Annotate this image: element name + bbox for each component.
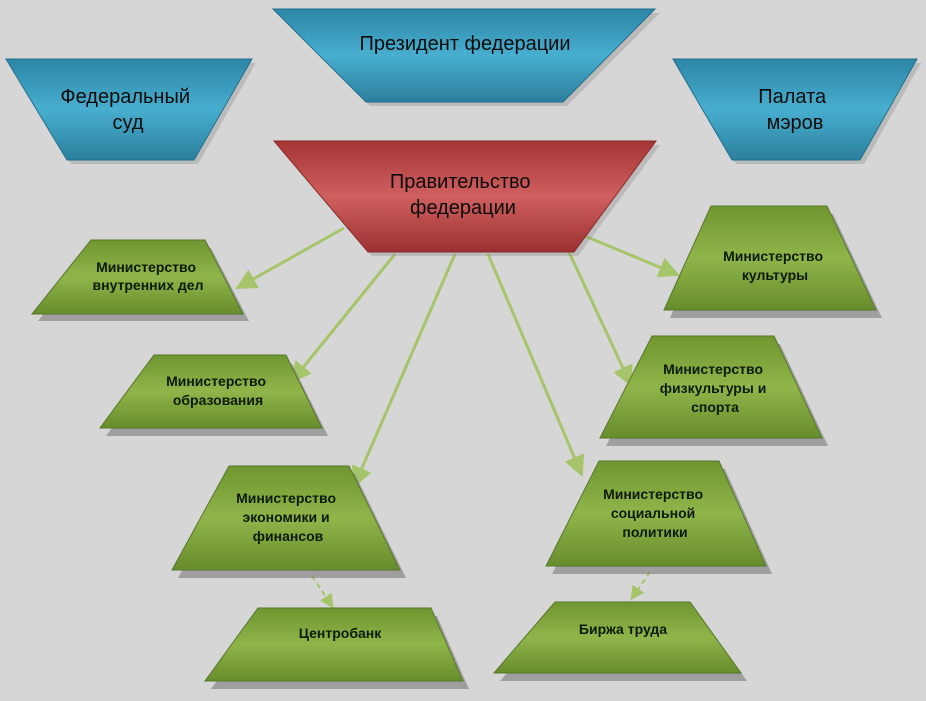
node-president: Президент федерации [271, 8, 660, 106]
label-education: Министерство образования [166, 373, 270, 408]
node-interior: Министерство внутренних дел [30, 239, 249, 321]
node-government: Правительство федерации [272, 140, 660, 256]
arrow-economy-to-centrobank [311, 575, 334, 609]
label-centrobank: Центробанк [299, 625, 382, 641]
node-mayors: Палата мэров [672, 58, 921, 164]
label-court: Федеральный суд [60, 86, 195, 134]
label-president: Президент федерации [359, 33, 570, 55]
label-mayors: Палата мэров [758, 86, 831, 134]
arrow-social-to-labor [630, 571, 651, 601]
arrow-to-sport [566, 249, 633, 387]
node-labor: Биржа труда [492, 601, 747, 681]
node-social: Министерство социальной политики [545, 460, 772, 574]
node-culture: Министерство культуры [663, 205, 882, 318]
arrow-to-culture [579, 232, 680, 278]
label-culture: Министерство культуры [723, 248, 827, 283]
label-labor: Биржа труда [579, 621, 667, 637]
label-sport: Министерство физкультуры и спорта [660, 361, 770, 415]
label-interior: Министерство внутренних дел [93, 259, 204, 293]
node-education: Министерство образования [99, 354, 328, 436]
node-economy: Министерство экономики и финансов [171, 465, 406, 578]
arrow-to-education [290, 253, 397, 384]
arrow-to-interior [235, 226, 345, 290]
node-court: Федеральный суд [5, 58, 256, 164]
arrow-to-social [486, 253, 585, 477]
label-government: Правительство федерации [390, 171, 536, 219]
label-social: Министерство социальной политики [603, 486, 707, 540]
node-sport: Министерство физкультуры и спорта [599, 335, 828, 446]
label-economy: Министерство экономики и финансов [236, 490, 340, 544]
arrow-to-economy [352, 253, 457, 488]
node-centrobank: Центробанк [204, 607, 469, 689]
connectors [235, 226, 680, 609]
